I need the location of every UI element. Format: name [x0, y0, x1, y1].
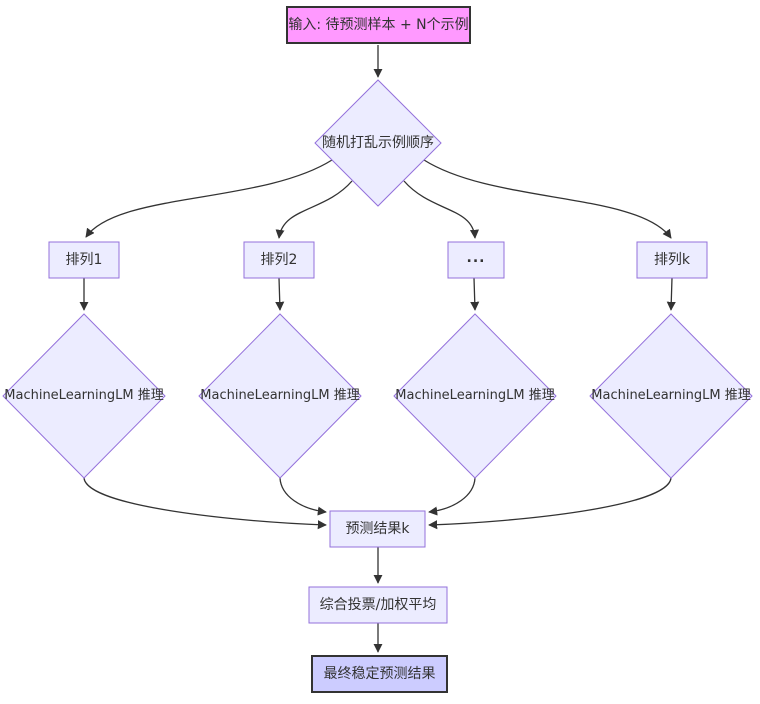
edge-lm2-to-result — [279, 477, 327, 516]
perm1-node-shape — [48, 241, 120, 279]
lm4-diamond-shape — [589, 313, 753, 479]
edge-perm-ellipsis-to-lm3 — [470, 277, 480, 311]
edge-perm2-to-lm2 — [275, 277, 285, 311]
lm1-diamond-shape — [2, 313, 166, 479]
edge-shuffle-to-perm2 — [275, 180, 353, 239]
edge-lm1-to-result — [83, 477, 327, 530]
permk-node-shape — [636, 241, 708, 279]
edge-shuffle-to-permk — [423, 159, 672, 239]
edge-shuffle-to-perm-ellipsis — [403, 180, 480, 239]
lm2-diamond-shape — [198, 313, 362, 479]
edge-lm3-to-result — [428, 477, 476, 516]
edge-permk-to-lm4 — [666, 277, 676, 311]
perm2-node-shape — [243, 241, 315, 279]
vote-node-shape — [308, 586, 448, 624]
lm3-diamond-shape — [393, 313, 557, 479]
final-node-shape — [311, 655, 448, 693]
input-node-shape — [286, 6, 471, 44]
perm-ellipsis-node-shape — [447, 241, 505, 279]
result-node-shape — [329, 510, 426, 548]
edge-lm4-to-result — [428, 477, 672, 530]
shuffle-diamond-shape — [314, 79, 442, 207]
edge-shuffle-to-perm1 — [85, 159, 333, 238]
